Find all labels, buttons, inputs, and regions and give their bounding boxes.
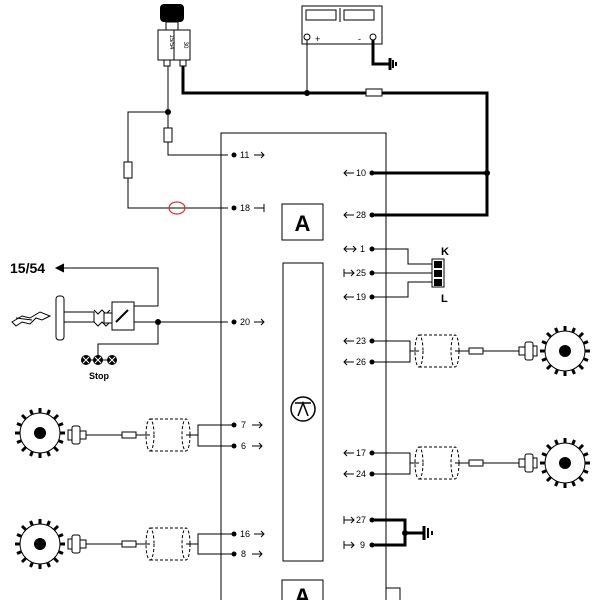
pin-25: 25: [356, 268, 366, 278]
battery-ground: [371, 40, 397, 70]
module-a-top-label: A: [295, 211, 311, 236]
pin-27: 27: [356, 515, 366, 525]
module-ground: [372, 518, 433, 547]
warning-lamp-icon: [290, 396, 316, 422]
wheel-sensor-rear-right: [372, 436, 592, 490]
pin-7: 7: [241, 420, 246, 430]
battery-plus-label: +: [315, 34, 320, 44]
ignition-switch: 15/54 30: [157, 4, 191, 67]
diagnostic-connector: K L: [372, 246, 449, 305]
battery-feed-wire: [181, 40, 490, 217]
pin-26: 26: [356, 357, 366, 367]
wheel-sensor-front-left: [13, 406, 234, 460]
pin-28: 28: [356, 210, 366, 220]
left-pins: 11 18 20 7 6 16 8: [231, 150, 265, 559]
connector-k-label: K: [441, 246, 449, 258]
battery-minus-label: -: [358, 34, 361, 44]
wheel-sensor-front-right: [372, 324, 592, 378]
switch-terminal-1554: 15/54: [168, 34, 174, 50]
pin-18: 18: [240, 203, 250, 213]
stop-lamp-icon: [81, 355, 91, 365]
battery: + -: [301, 5, 383, 45]
pin-20: 20: [240, 317, 250, 327]
connector-l-label: L: [441, 293, 448, 305]
ignition-feed-output: 15/54: [10, 260, 159, 306]
pin-6: 6: [241, 441, 246, 451]
brake-light-switch: [11, 295, 228, 356]
pin-23: 23: [356, 336, 366, 346]
pin-11: 11: [240, 150, 249, 160]
stop-label: Stop: [89, 371, 109, 381]
stop-lamp-icon: [93, 355, 103, 365]
stop-lamps: Stop: [81, 355, 117, 381]
pin-16: 16: [240, 529, 250, 539]
pin-19: 19: [356, 292, 366, 302]
pin-17: 17: [356, 448, 366, 458]
module-a-bottom-label: A: [295, 584, 311, 600]
pin-10: 10: [356, 168, 366, 178]
stop-lamp-icon: [107, 355, 117, 365]
switch-terminal-30: 30: [182, 42, 188, 49]
pin-1: 1: [360, 244, 365, 254]
wheel-sensor-rear-left: [13, 517, 234, 571]
ignition-feed-label: 15/54: [10, 260, 45, 276]
pin-9: 9: [360, 540, 365, 550]
right-pins: 10 28 1 25 19 23 26 17 24 27: [343, 168, 375, 550]
pin-8: 8: [241, 549, 246, 559]
ignition-feed-wire: [123, 66, 228, 215]
pin-24: 24: [356, 469, 366, 479]
control-module: A A: [220, 132, 401, 600]
